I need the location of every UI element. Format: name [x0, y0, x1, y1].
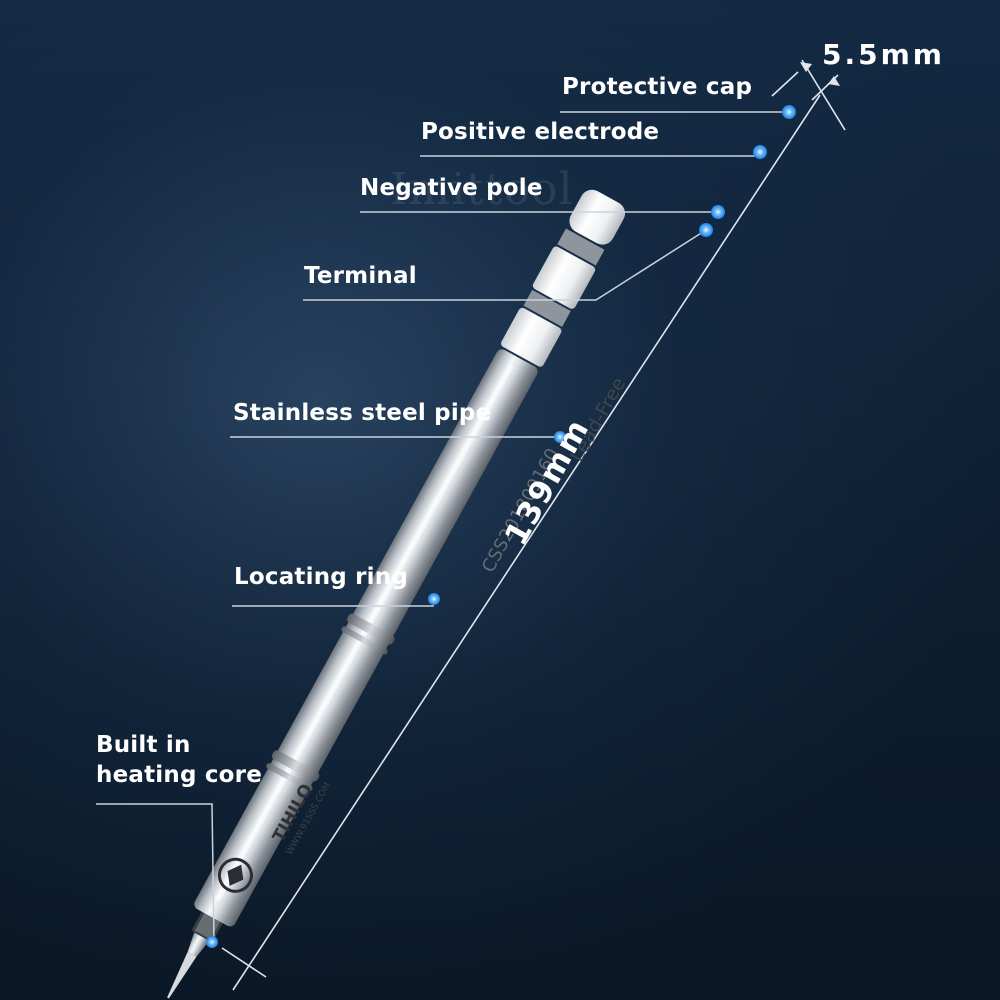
locating-ring-upper: [347, 613, 395, 645]
marker-dot: [753, 145, 767, 159]
marker-dot: [711, 205, 725, 219]
label-stainless-steel-pipe: Stainless steel pipe: [233, 400, 492, 426]
label-locating-ring: Locating ring: [234, 564, 408, 590]
marker-dot: [554, 431, 566, 443]
marker-dot: [206, 936, 218, 948]
label-negative-pole: Negative pole: [360, 175, 543, 201]
label-heating-core: Built in heating core: [96, 732, 262, 788]
label-terminal: Terminal: [304, 263, 417, 289]
dimension-width: 5.5mm: [822, 38, 945, 71]
dimension-lines: [221, 59, 846, 991]
locating-ring-lower: [271, 750, 320, 782]
label-protective-cap: Protective cap: [562, 74, 753, 100]
protective-cap-shape: [569, 189, 626, 245]
leader-lines: [96, 111, 789, 943]
marker-dot: [782, 105, 796, 119]
tip-point: [167, 951, 197, 999]
marker-dots: [206, 105, 796, 948]
marker-dot: [699, 223, 713, 237]
negative-section: [532, 246, 596, 309]
label-positive-electrode: Positive electrode: [421, 119, 660, 145]
watermark: Imittool: [390, 164, 574, 215]
terminal-section: [501, 307, 562, 367]
marker-dot: [428, 593, 440, 605]
soldering-tip: [167, 189, 626, 999]
brand-emblem: [217, 857, 253, 893]
